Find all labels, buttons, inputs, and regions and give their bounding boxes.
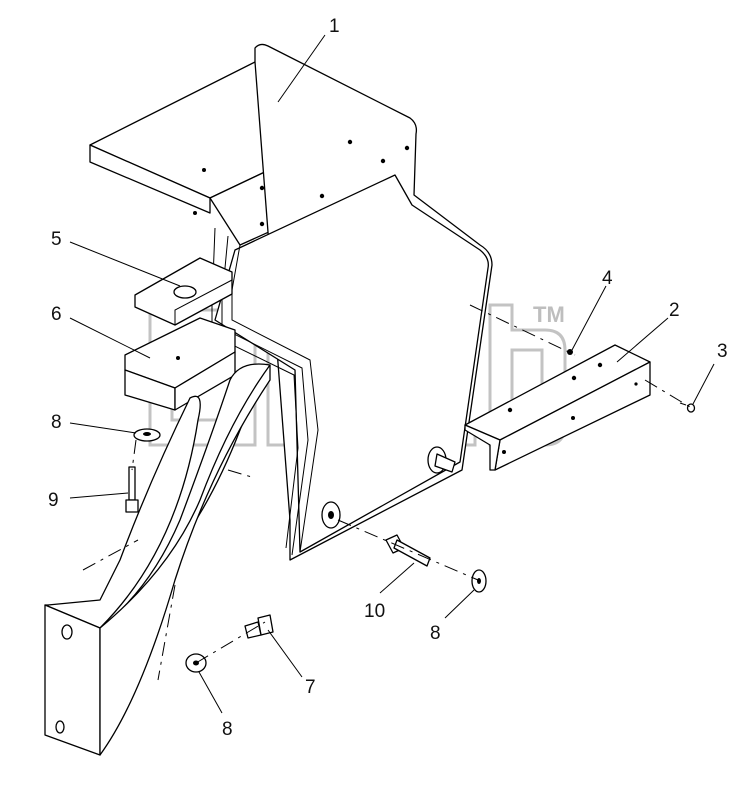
part-3-screw [679,402,696,413]
callout-7: 7 [305,677,316,698]
assembly-axes [82,304,691,681]
part-6-block [124,317,236,411]
callout-4: 4 [602,268,613,289]
part-7-bolt [244,614,274,639]
part-4-nut [567,349,573,355]
lower-leg-bracket [44,363,271,756]
callout-8-left: 8 [51,412,62,433]
callout-8-bottom: 8 [222,719,233,740]
watermark-tm: TM [533,302,565,327]
callout-labels: 1 2 3 4 5 6 7 8 8 8 9 10 [48,16,728,740]
part-2-angle-bracket [464,344,651,471]
part-9-bolt [125,466,139,513]
callout-3: 3 [717,341,728,362]
callout-2: 2 [669,300,680,321]
part-10-bolt [385,534,431,567]
part-8-washer-right [471,569,487,593]
leader-lines [69,34,715,714]
part-5-plate [134,257,233,326]
callout-10: 10 [364,601,385,622]
callout-5: 5 [51,229,62,250]
callout-1: 1 [329,16,340,37]
callout-9: 9 [48,490,59,511]
callout-8-right: 8 [430,623,441,644]
callout-6: 6 [51,304,62,325]
part-1-main-bracket [89,43,493,561]
part-8-washer-left [133,428,161,442]
